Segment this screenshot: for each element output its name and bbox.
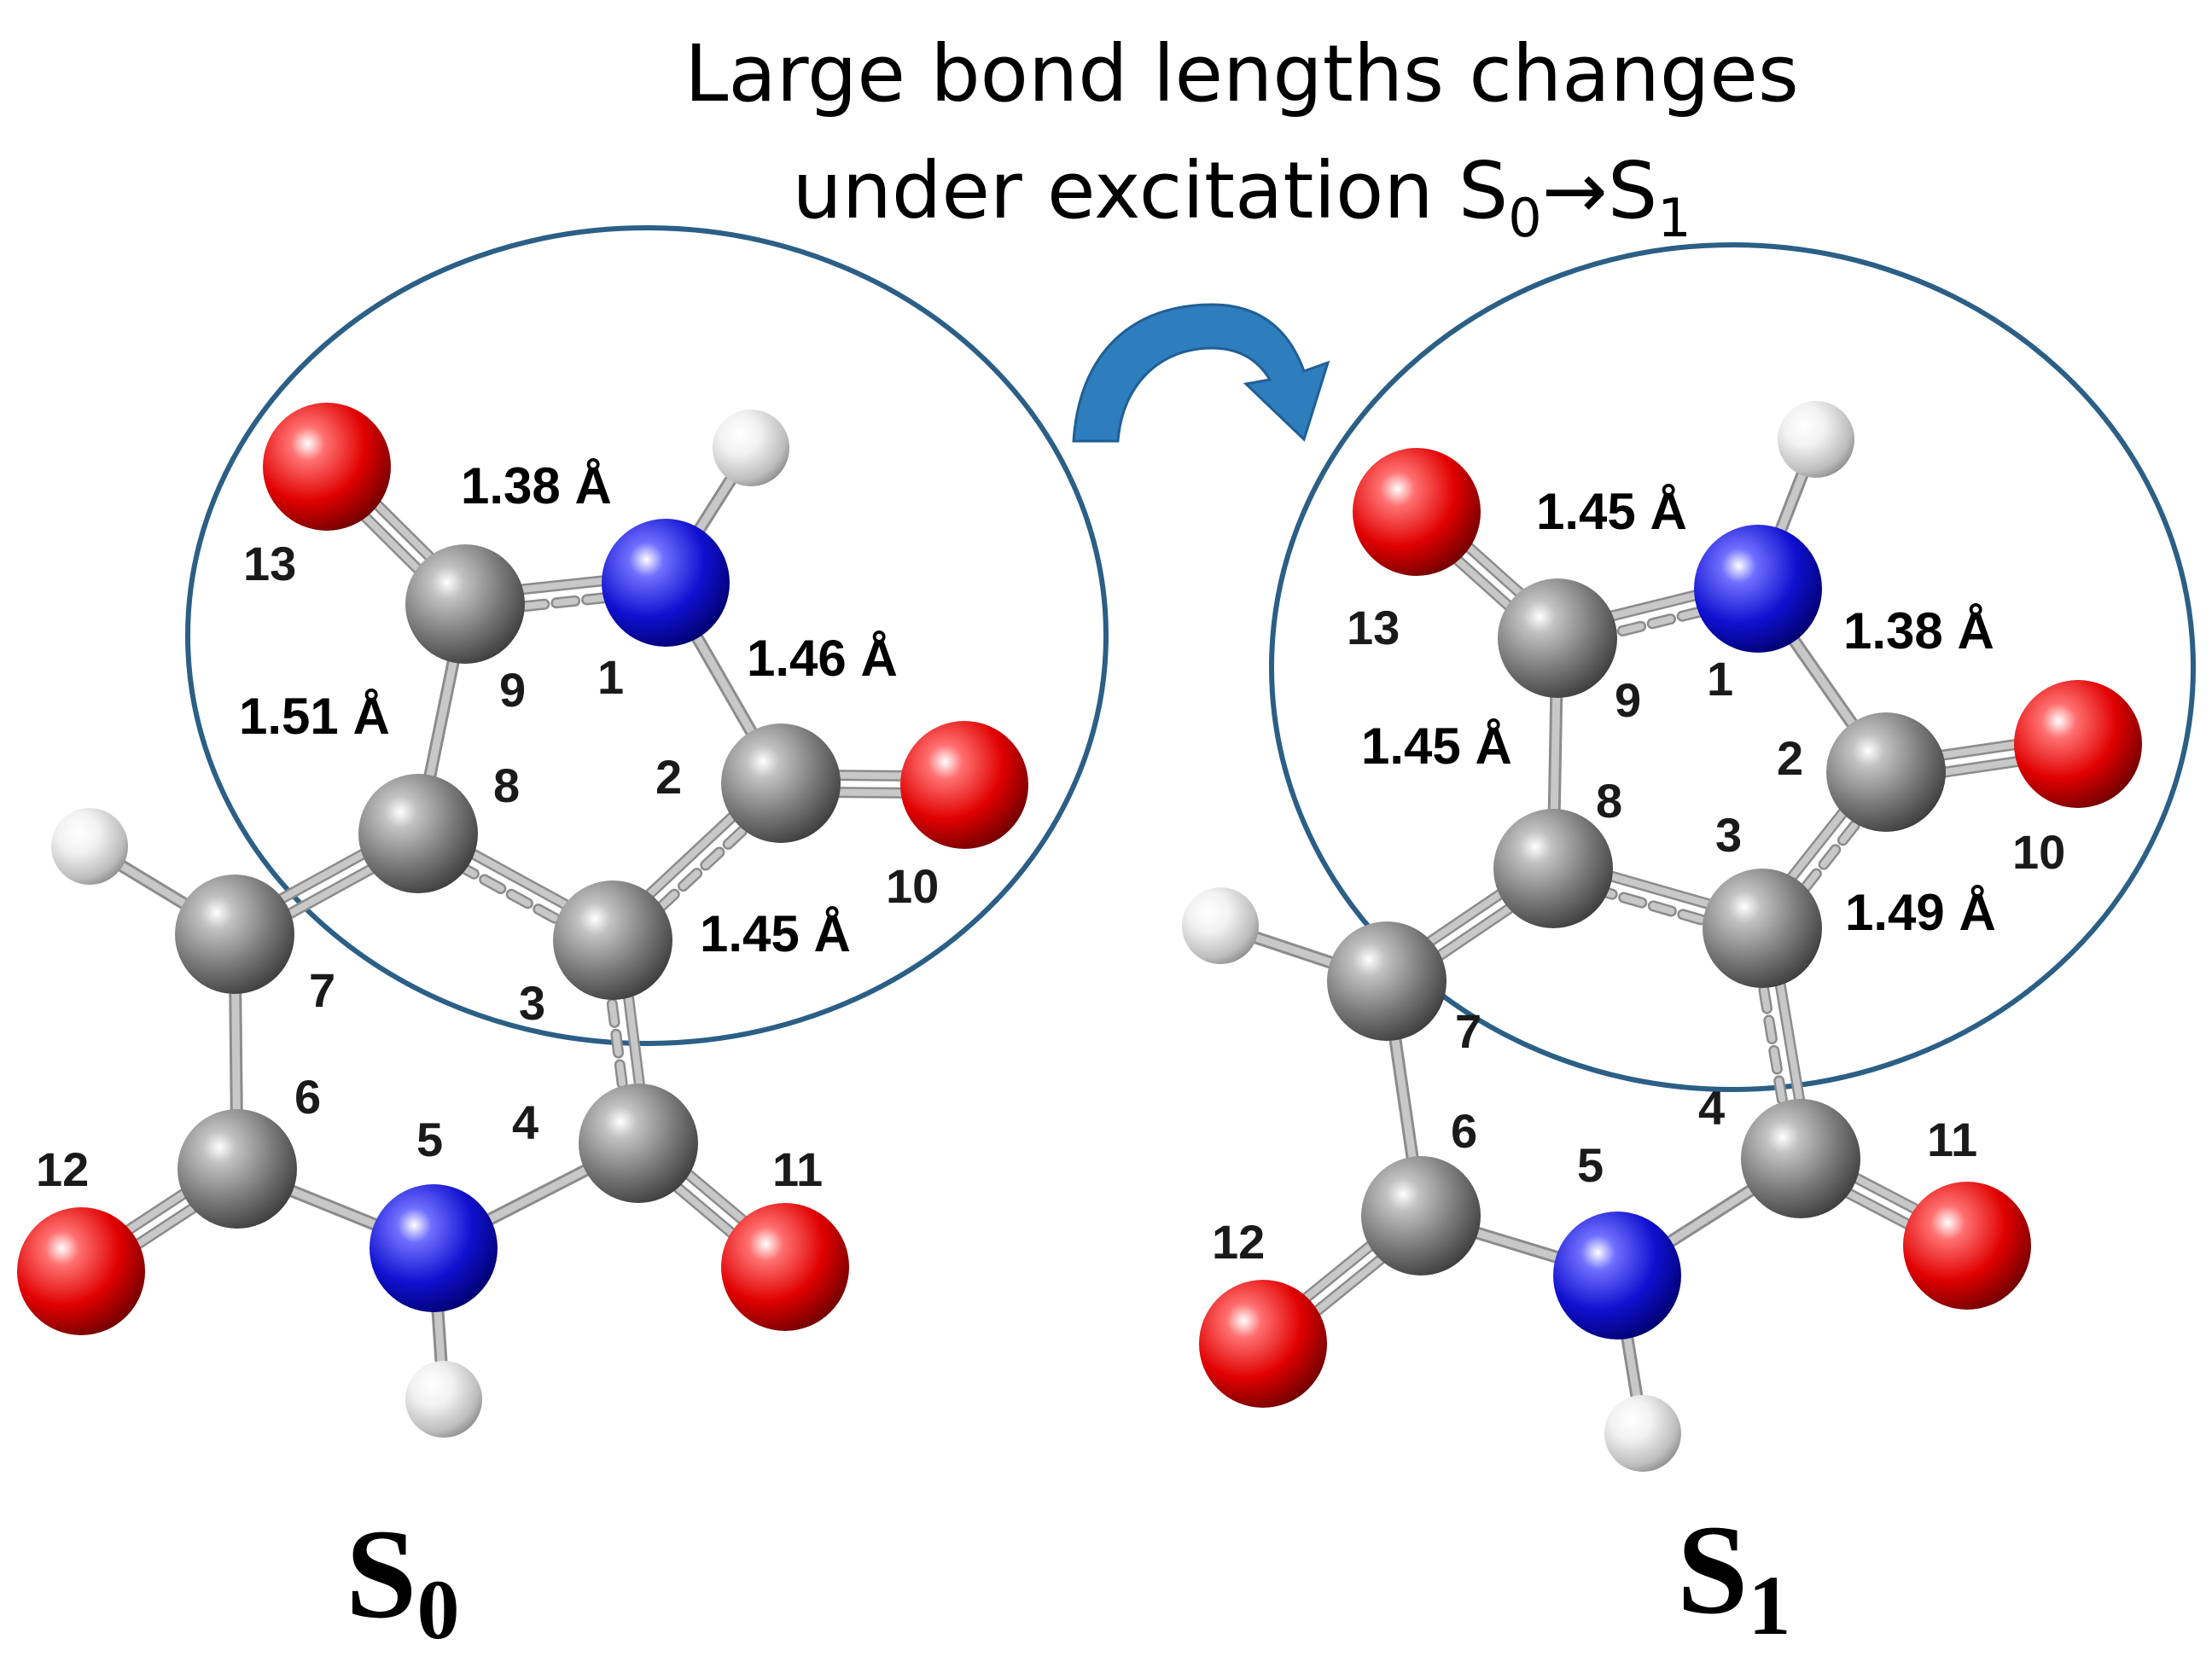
atom-label-s0-6: 6: [294, 1070, 321, 1124]
bond-length-s1-c2-c3: 1.49 Å: [1845, 884, 1996, 941]
carbon-atom-s1-7: [1327, 921, 1447, 1041]
molecule-s1: 13 9 1 8 2 3 10 7 4 6 5 11 12 1.45 Å 1.3…: [1182, 242, 2196, 1653]
hydrogen-atom-s0-H5: [405, 1361, 482, 1438]
state-label-s1-sub: 1: [1748, 1558, 1790, 1653]
transition-arrow-shape: [1072, 303, 1330, 443]
atom-label-s0-9: 9: [499, 663, 526, 717]
carbon-atom-s1-3: [1703, 869, 1822, 988]
oxygen-atom-s1-12: [1199, 1280, 1327, 1408]
bond-length-s0-c9-c8: 1.51 Å: [239, 688, 390, 745]
carbon-atom-s0-4: [579, 1084, 698, 1203]
bond-length-s0-c2-c3: 1.45 Å: [700, 905, 851, 962]
atom-label-s1-10: 10: [2012, 825, 2065, 879]
oxygen-atom-s0-11: [721, 1203, 849, 1331]
state-label-s0-main: S: [346, 1503, 416, 1645]
atom-label-s1-11: 11: [1927, 1113, 1977, 1166]
atom-label-s0-3: 3: [519, 976, 545, 1030]
carbon-atom-s0-2: [721, 723, 841, 843]
atom-label-s1-2: 2: [1777, 731, 1803, 785]
atom-label-s0-4: 4: [512, 1095, 538, 1149]
hydrogen-atom-s1-H5: [1604, 1395, 1681, 1472]
atom-label-s1-13: 13: [1347, 601, 1400, 654]
atom-label-s1-12: 12: [1212, 1215, 1265, 1269]
carbon-atom-s1-6: [1361, 1156, 1481, 1276]
hydrogen-atom-s1-H1: [1778, 401, 1854, 478]
hydrogen-atom-s0-H7: [51, 808, 128, 885]
state-label-s1-main: S: [1677, 1499, 1748, 1641]
carbon-atom-s1-2: [1826, 712, 1946, 832]
nitrogen-atom-s0-1: [602, 519, 730, 647]
hydrogen-atom-s1-H7: [1182, 887, 1259, 964]
atom-label-s1-8: 8: [1596, 774, 1622, 828]
oxygen-atom-s0-13: [263, 403, 391, 531]
atom-label-s0-5: 5: [416, 1113, 443, 1166]
nitrogen-atom-s0-5: [370, 1184, 498, 1312]
bond-length-s1-n1-c9: 1.45 Å: [1536, 483, 1687, 540]
atoms-s1: [1182, 401, 2142, 1472]
atom-label-s1-5: 5: [1577, 1138, 1604, 1192]
highlight-ellipse-s1: [1269, 242, 2196, 1092]
title-arrow: →S: [1542, 145, 1657, 236]
oxygen-atom-s1-10: [2014, 680, 2142, 808]
title-sub-0: 0: [1508, 187, 1541, 249]
carbon-atom-s0-9: [405, 544, 525, 664]
state-label-s0: S0: [346, 1503, 459, 1657]
title-line-2-prefix: under excitation S: [792, 145, 1508, 236]
carbon-atom-s0-7: [175, 875, 294, 994]
carbon-atom-s1-8: [1493, 809, 1613, 928]
carbon-atom-s0-8: [358, 774, 478, 893]
oxygen-atom-s1-13: [1353, 448, 1481, 576]
bond-length-s1-n1-c2: 1.38 Å: [1843, 602, 1994, 660]
title-line-2: under excitation S0→S1: [792, 145, 1691, 249]
oxygen-atom-s0-10: [900, 721, 1028, 849]
atom-label-s1-1: 1: [1707, 652, 1733, 706]
state-label-s0-sub: 0: [416, 1562, 459, 1657]
transition-arrow: [1072, 303, 1330, 443]
atom-label-s0-13: 13: [243, 537, 296, 590]
atom-label-s1-7: 7: [1455, 1004, 1481, 1058]
hydrogen-atom-s0-H1: [713, 410, 789, 486]
carbon-atom-s1-4: [1741, 1099, 1860, 1218]
state-label-s1: S1: [1677, 1499, 1790, 1653]
atom-label-s0-7: 7: [309, 963, 335, 1017]
bond-length-s1-c9-c8: 1.45 Å: [1361, 718, 1512, 775]
atom-label-s0-10: 10: [886, 859, 939, 913]
carbon-atom-s1-9: [1498, 578, 1617, 698]
carbon-atom-s0-6: [178, 1109, 297, 1229]
carbon-atom-s0-3: [553, 880, 672, 1000]
atom-label-s0-12: 12: [36, 1142, 89, 1196]
atom-label-s1-6: 6: [1451, 1104, 1477, 1158]
title-sub-1: 1: [1657, 187, 1691, 249]
nitrogen-atom-s1-1: [1694, 525, 1822, 653]
atom-label-s1-4: 4: [1698, 1081, 1725, 1135]
bond-length-s0-n1-c9: 1.38 Å: [461, 457, 612, 514]
highlight-ellipse-s0: [185, 225, 1109, 1046]
nitrogen-atom-s1-5: [1553, 1212, 1681, 1339]
title-line-1: Large bond lengths changes: [684, 28, 1799, 119]
atoms-s0: [17, 403, 1028, 1438]
atom-label-s1-3: 3: [1715, 808, 1742, 862]
atom-label-s0-1: 1: [597, 650, 624, 704]
atom-label-s0-2: 2: [655, 750, 682, 804]
bond-length-s0-n1-c2: 1.46 Å: [747, 630, 898, 687]
atom-label-s0-8: 8: [493, 758, 520, 812]
oxygen-atom-s0-12: [17, 1207, 145, 1335]
molecule-s0: 13 9 1 8 2 10 7 3 6 5 4 12 11 1.38 Å 1.4…: [17, 225, 1109, 1657]
atom-label-s1-9: 9: [1615, 673, 1641, 727]
oxygen-atom-s1-11: [1903, 1182, 2031, 1310]
atom-label-s0-11: 11: [772, 1142, 823, 1196]
